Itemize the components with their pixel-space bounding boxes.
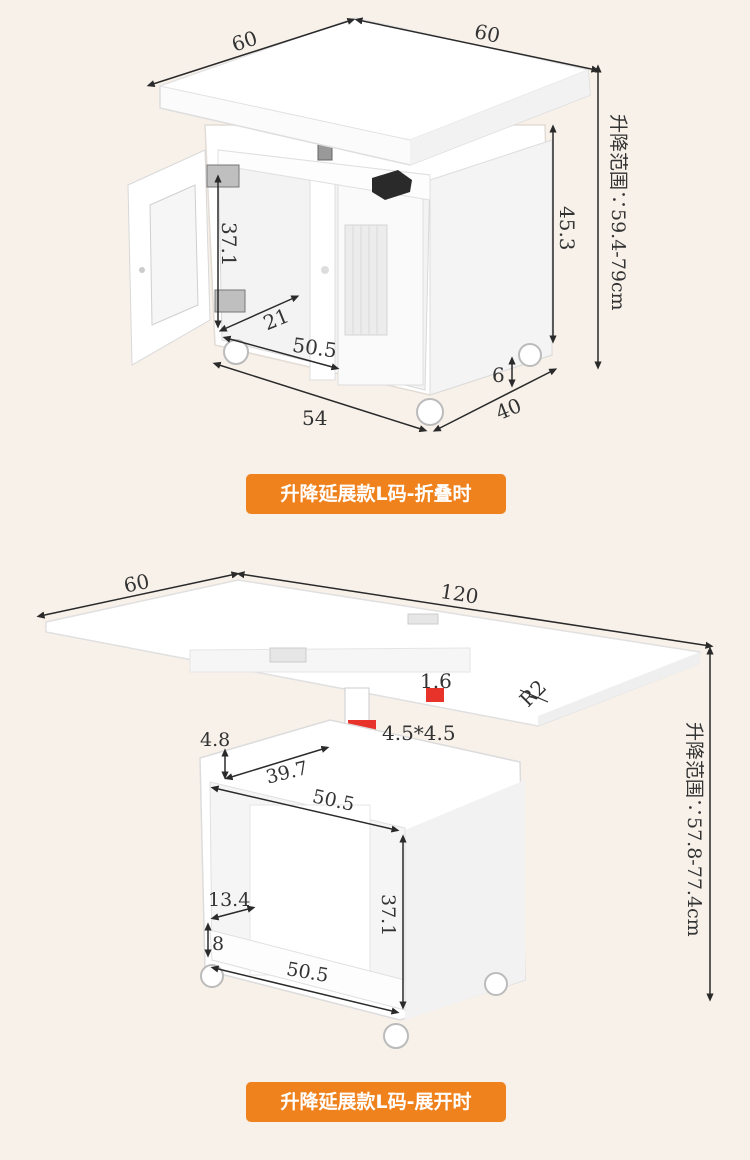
dimension-lines — [146, 17, 602, 433]
extended-panel: 60 120 1.6 R2 4.5*4.5 4.8 39.7 50.5 13.4… — [0, 540, 750, 1160]
folded-panel: 60 60 45.3 37.1 21 50.5 6 54 40 升降范围∵59.… — [0, 0, 750, 540]
caption-extended: 升降延展款L码-展开时 — [246, 1082, 506, 1122]
cabinet-body — [204, 124, 553, 396]
base-cabinet — [199, 719, 526, 1021]
dim-ext-post-section: 4.5*4.5 — [382, 721, 456, 745]
dim-ext-side-depth: 13.4 — [208, 889, 250, 911]
dim-ext-inner-height: 37.1 — [377, 894, 399, 936]
thickness-marker-red — [426, 688, 444, 702]
folded-illustration: 60 60 45.3 37.1 21 50.5 6 54 40 升降范围∵59.… — [127, 17, 629, 433]
caption-folded: 升降延展款L码-折叠时 — [246, 474, 506, 514]
dim-base-depth: 40 — [492, 393, 525, 425]
dim-ext-top-depth: 60 — [122, 569, 152, 598]
dim-top-left: 60 — [229, 26, 261, 57]
extended-tabletop — [45, 579, 701, 727]
range-label-folded: 升降范围∵59.4-79cm — [607, 114, 629, 311]
dim-ext-top-length: 120 — [439, 579, 480, 609]
dim-cabinet-height: 45.3 — [555, 206, 579, 251]
dim-ext-bottom-height: 8 — [212, 933, 224, 955]
range-label-extended: 升降范围∵57.8-77.4cm — [683, 722, 705, 937]
dimension-lines-extended — [36, 571, 714, 1015]
dim-ext-thickness: 1.6 — [420, 669, 452, 693]
dim-wheel-height: 6 — [492, 363, 505, 387]
dim-inner-height: 37.1 — [217, 222, 241, 267]
dim-base-width: 54 — [302, 406, 327, 430]
dim-top-right: 60 — [472, 19, 502, 48]
extended-illustration: 60 120 1.6 R2 4.5*4.5 4.8 39.7 50.5 13.4… — [36, 569, 714, 1049]
dim-ext-top-shelf-height: 4.8 — [200, 729, 230, 751]
cabinet-door — [127, 149, 211, 366]
